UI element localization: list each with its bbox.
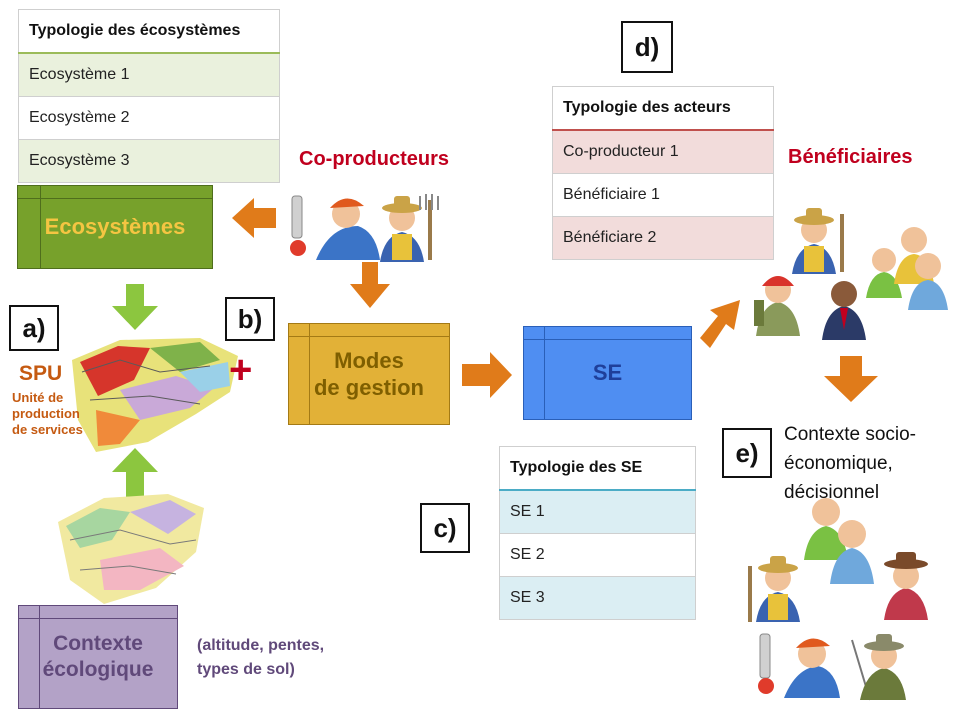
plus-sign: + xyxy=(229,348,253,392)
se-table-header: Typologie des SE xyxy=(499,446,696,491)
socio-line3: décisionnel xyxy=(784,482,880,503)
socio-line1: Contexte socio- xyxy=(784,424,917,445)
cowgirl-icon xyxy=(884,552,928,620)
se-row-2: SE 2 xyxy=(499,533,696,577)
eco-context-line1: (altitude, pentes, xyxy=(197,637,325,654)
letter-d-box: d) xyxy=(621,21,673,73)
se-typology-table: Typologie des SE SE 1 SE 2 SE 3 xyxy=(499,446,696,620)
arrow-down-to-modes xyxy=(350,262,390,308)
ecosystem-row-1: Ecosystème 1 xyxy=(18,52,280,97)
socio-group-icon xyxy=(804,498,874,584)
actors-row-1: Co-producteur 1 xyxy=(552,129,774,174)
farmer-icon xyxy=(748,556,800,622)
contexte-label-line2: écologique xyxy=(42,658,154,681)
letter-c-box: c) xyxy=(420,503,470,553)
modes-label-line1: Modes xyxy=(334,347,404,373)
ecosystemes-box: Ecosystèmes xyxy=(17,185,213,269)
se-row-3: SE 3 xyxy=(499,576,696,620)
contexte-ecologique-box: Contexte écologique xyxy=(18,605,178,709)
arrow-left-to-ecosystemes xyxy=(232,198,276,238)
actors-row-2: Bénéficiaire 1 xyxy=(552,173,774,217)
spu-desc-line2: production xyxy=(12,406,80,421)
beneficiaires-label: Bénéficiaires xyxy=(788,146,913,168)
contexte-label-line1: Contexte xyxy=(53,631,143,655)
businessman-icon xyxy=(822,281,866,340)
se-box: SE xyxy=(523,326,692,420)
actors-table-header: Typologie des acteurs xyxy=(552,86,774,131)
letter-a-box: a) xyxy=(9,305,59,351)
spu-desc-line1: Unité de xyxy=(12,390,64,405)
farmer-icon xyxy=(380,194,439,262)
se-row-1: SE 1 xyxy=(499,489,696,534)
group-people-icon xyxy=(792,208,948,310)
coproducteurs-label: Co-producteurs xyxy=(299,148,449,170)
modes-de-gestion-box: Modes de gestion xyxy=(288,323,450,425)
chainsaw-worker-icon xyxy=(758,633,840,698)
actors-typology-table: Typologie des acteurs Co-producteur 1 Bé… xyxy=(552,86,774,260)
arrow-green-up xyxy=(112,448,158,498)
ecological-map-image xyxy=(58,494,204,604)
arrow-down-to-socio xyxy=(824,356,878,402)
socio-line2: économique, xyxy=(784,453,893,474)
fisherman-icon xyxy=(851,634,906,701)
ecosystem-table-header: Typologie des écosystèmes xyxy=(18,9,280,54)
socio-economic-context: Contexte socio- économique, décisionnel xyxy=(784,420,916,507)
arrow-right-to-se xyxy=(462,352,512,398)
letter-e-box: e) xyxy=(722,428,772,478)
spu-map-image xyxy=(72,338,238,452)
spu-label: SPU xyxy=(19,362,63,385)
ecosystem-row-3: Ecosystème 3 xyxy=(18,139,280,183)
actors-row-3: Bénéficiare 2 xyxy=(552,216,774,260)
ecosystem-row-2: Ecosystème 2 xyxy=(18,96,280,140)
arrow-diagonal-to-beneficiaires xyxy=(700,300,740,348)
modes-label-line2: de gestion xyxy=(313,375,424,400)
chainsaw-worker-icon xyxy=(290,195,380,260)
spu-desc-line3: de services xyxy=(12,422,83,437)
arrow-green-down xyxy=(112,284,158,330)
ecosystem-typology-table: Typologie des écosystèmes Ecosystème 1 E… xyxy=(18,9,280,183)
ecosystemes-label: Ecosystèmes xyxy=(44,214,186,240)
se-label: SE xyxy=(592,360,623,386)
letter-b-box: b) xyxy=(225,297,275,341)
hiker-icon xyxy=(754,276,800,336)
eco-context-details: (altitude, pentes, types de sol) xyxy=(197,634,324,682)
spu-description: Unité de production de services xyxy=(12,390,83,438)
eco-context-line2: types de sol) xyxy=(197,661,295,678)
